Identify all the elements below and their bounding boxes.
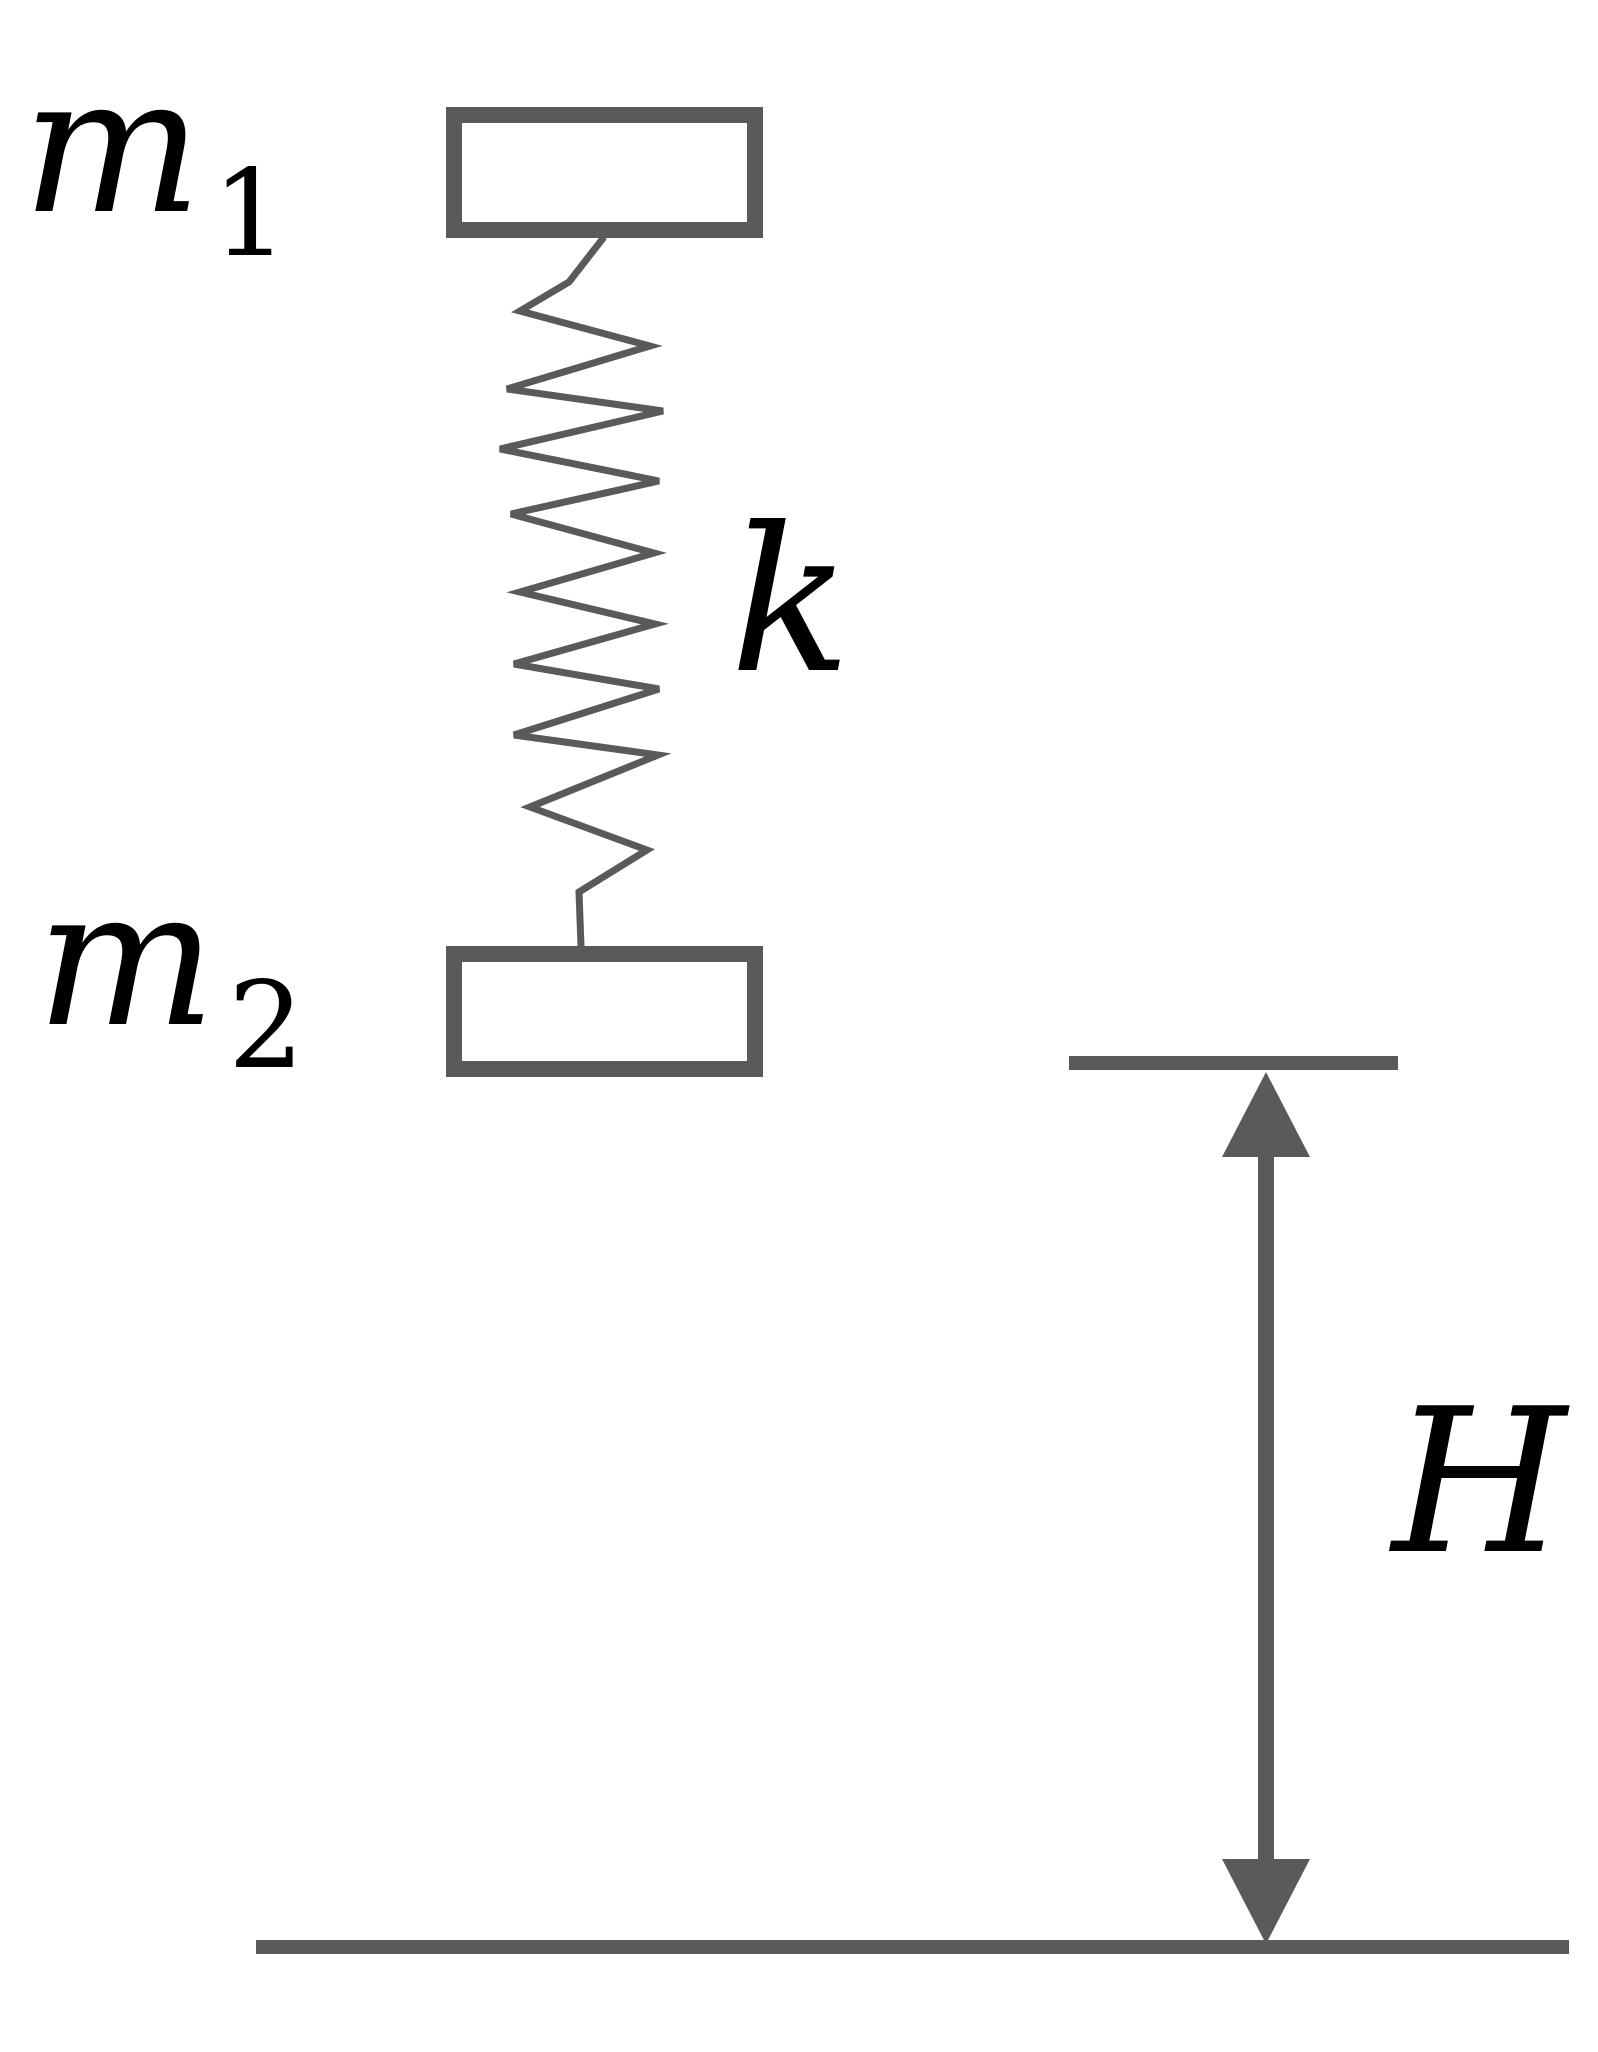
mass-2-label: m [36,848,216,1069]
spring-constant-label: k [730,485,851,718]
spring [499,234,672,947]
height-label: H [1388,1366,1570,1599]
arrow-head-up-icon [1222,1072,1310,1157]
mass-2-subscript: 2 [228,957,304,1096]
mass-1-subscript: 1 [212,145,288,284]
mass-1-block [446,107,763,238]
mass-2-block [446,946,763,1077]
arrow-head-down-icon [1222,1859,1310,1944]
mass-1-label: m [22,35,202,256]
